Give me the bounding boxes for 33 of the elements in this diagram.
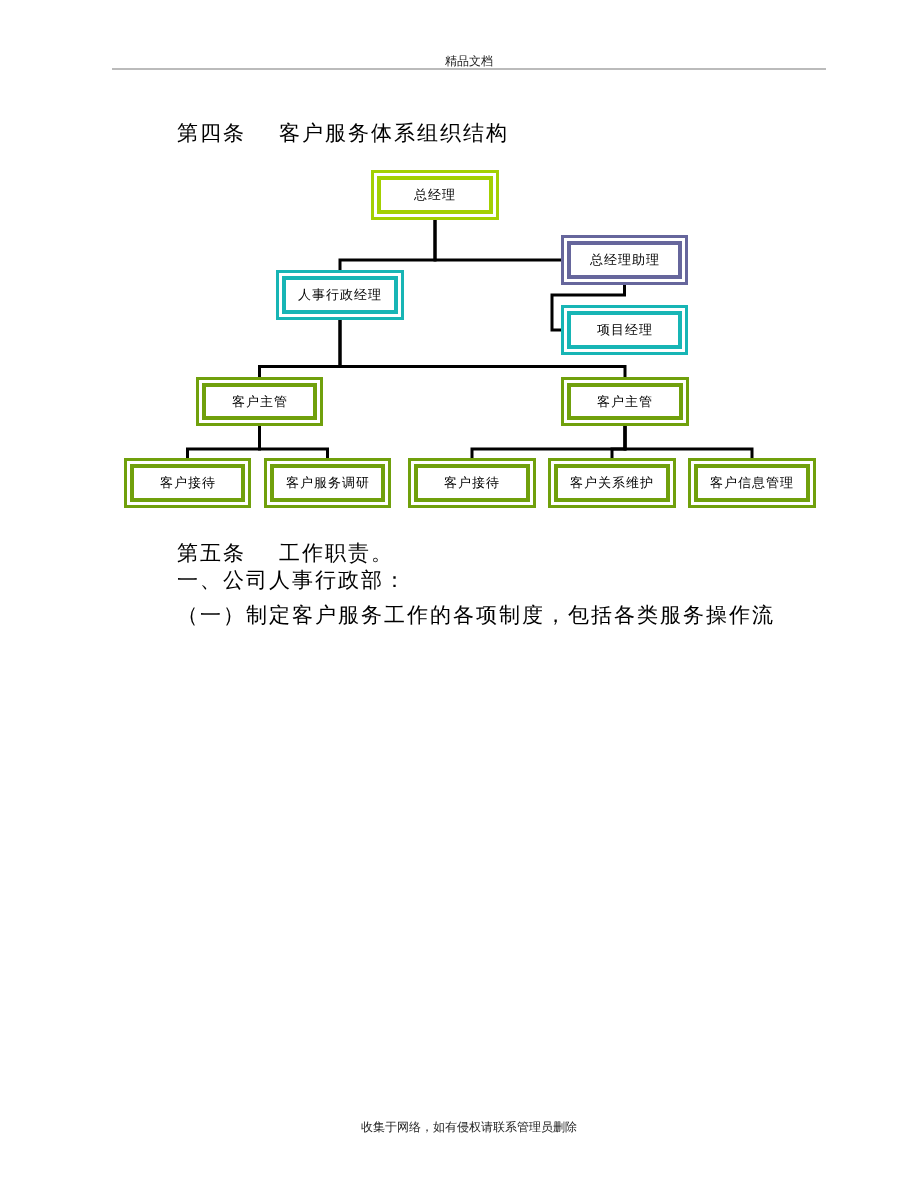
role-label: 客户信息管理 bbox=[710, 475, 794, 491]
role-label: 客户接待 bbox=[444, 475, 500, 491]
connector-line bbox=[338, 320, 627, 377]
org-box bbox=[408, 458, 536, 508]
subsection-heading: 一、公司人事行政部： bbox=[177, 567, 407, 593]
connector-line bbox=[258, 426, 329, 458]
org-box bbox=[196, 377, 323, 426]
org-box bbox=[371, 170, 499, 220]
connector-line bbox=[550, 285, 626, 332]
role-label: 客户服务调研 bbox=[285, 475, 370, 491]
org-box bbox=[561, 377, 689, 426]
role-label: 项目经理 bbox=[596, 322, 653, 338]
org-box bbox=[276, 270, 404, 320]
role-label: 总经理助理 bbox=[589, 252, 660, 268]
role-label: 客户主管 bbox=[231, 393, 288, 410]
org-box bbox=[548, 458, 676, 508]
org-box bbox=[561, 305, 688, 355]
connector-line bbox=[433, 220, 561, 262]
section-heading: 第四条 客户服务体系组织结构 bbox=[177, 120, 509, 146]
role-label: 客户关系维护 bbox=[570, 475, 654, 491]
role-label: 总经理 bbox=[414, 187, 456, 203]
role-label: 客户主管 bbox=[597, 393, 653, 410]
org-box bbox=[561, 235, 688, 285]
body-text: （一）制定客户服务工作的各项制度，包括各类服务操作流 bbox=[177, 602, 775, 628]
page-header: 精品文档 bbox=[445, 53, 493, 69]
org-box bbox=[264, 458, 391, 508]
connector-line bbox=[623, 426, 754, 458]
role-label: 人事行政经理 bbox=[298, 287, 382, 303]
org-box bbox=[688, 458, 816, 508]
section-heading: 第五条 工作职责。 bbox=[177, 540, 394, 566]
role-label: 客户接待 bbox=[159, 475, 216, 491]
page-footer: 收集于网络，如有侵权请联系管理员删除 bbox=[361, 1119, 577, 1135]
org-box bbox=[124, 458, 251, 508]
